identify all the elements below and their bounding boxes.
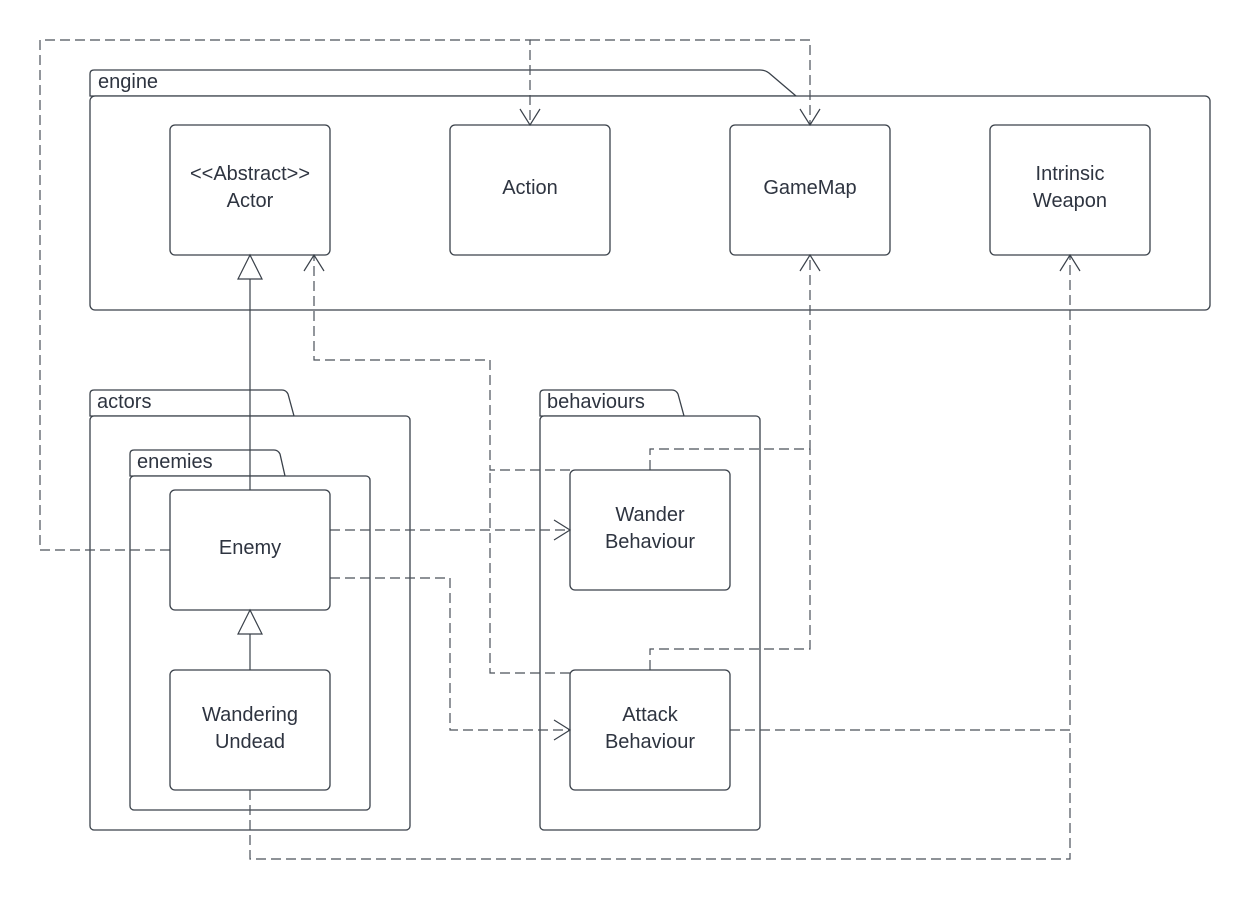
dependency-lines — [39, 39, 1071, 860]
package-engine: engine — [89, 69, 1211, 311]
class-wander-behaviour-name-line2: Behaviour — [605, 531, 695, 553]
package-actors-label: actors — [97, 391, 151, 413]
dependency-arrow-actor — [303, 253, 325, 272]
generalization-arrowheads — [237, 253, 263, 635]
class-wander-behaviour-name-line1: Wander — [615, 504, 685, 526]
package-enemies-label: enemies — [137, 451, 213, 473]
class-actor-name: Actor — [227, 190, 274, 212]
generalization-arrow-enemy — [237, 608, 263, 635]
class-wandering-undead-name-line2: Undead — [215, 731, 285, 753]
dependency-arrow-gamemap-top — [799, 108, 821, 127]
dependency-undead-to-weapon — [249, 730, 1071, 860]
class-wander-behaviour-box — [569, 469, 731, 591]
dependency-enemy-to-attack — [330, 577, 570, 731]
class-wander-behaviour[interactable]: Wander Behaviour — [569, 469, 731, 591]
dependency-arrow-wander — [553, 519, 572, 541]
dependency-enemy-to-gamemap — [530, 39, 811, 125]
class-intrinsic-weapon-name-line2: Weapon — [1033, 190, 1107, 212]
class-attack-behaviour-box — [569, 669, 731, 791]
class-attack-behaviour-name-line2: Behaviour — [605, 731, 695, 753]
package-enemies-tab — [129, 449, 286, 477]
package-engine-tab — [89, 69, 798, 97]
package-behaviours-tab — [539, 389, 685, 417]
class-gamemap[interactable]: GameMap — [729, 124, 891, 256]
package-engine-label: engine — [98, 71, 158, 93]
package-behaviours-label: behaviours — [547, 391, 645, 413]
class-enemy-name: Enemy — [219, 537, 281, 559]
dependency-arrow-gamemap-bottom — [799, 253, 821, 272]
class-actor[interactable]: <<Abstract>> Actor — [169, 124, 331, 256]
dependency-enemy-to-action — [39, 39, 531, 551]
class-attack-behaviour-name-line1: Attack — [622, 704, 679, 726]
dependency-arrow-attack — [553, 719, 572, 741]
class-intrinsic-weapon[interactable]: Intrinsic Weapon — [989, 124, 1151, 256]
package-engine-body — [89, 95, 1211, 311]
class-action[interactable]: Action — [449, 124, 611, 256]
package-actors-tab — [89, 389, 295, 417]
class-attack-behaviour[interactable]: Attack Behaviour — [569, 669, 731, 791]
class-enemy[interactable]: Enemy — [169, 489, 331, 611]
class-action-name: Action — [502, 177, 558, 199]
class-wandering-undead[interactable]: Wandering Undead — [169, 669, 331, 791]
generalization-arrow-actor — [237, 253, 263, 280]
class-intrinsic-weapon-name-line1: Intrinsic — [1036, 163, 1105, 185]
dependency-arrow-action — [519, 108, 541, 127]
dependency-wander-to-actor — [313, 255, 570, 471]
dependency-attack-to-weapon — [730, 255, 1071, 731]
dependency-arrow-weapon — [1059, 253, 1081, 272]
class-wandering-undead-name-line1: Wandering — [202, 704, 298, 726]
dependency-arrowheads — [303, 108, 1081, 741]
dependency-wander-to-gamemap — [649, 255, 811, 470]
class-wandering-undead-box — [169, 669, 331, 791]
dependency-attack-to-actor — [489, 470, 570, 674]
class-gamemap-name: GameMap — [763, 177, 856, 199]
class-actor-stereotype: <<Abstract>> — [190, 163, 310, 185]
